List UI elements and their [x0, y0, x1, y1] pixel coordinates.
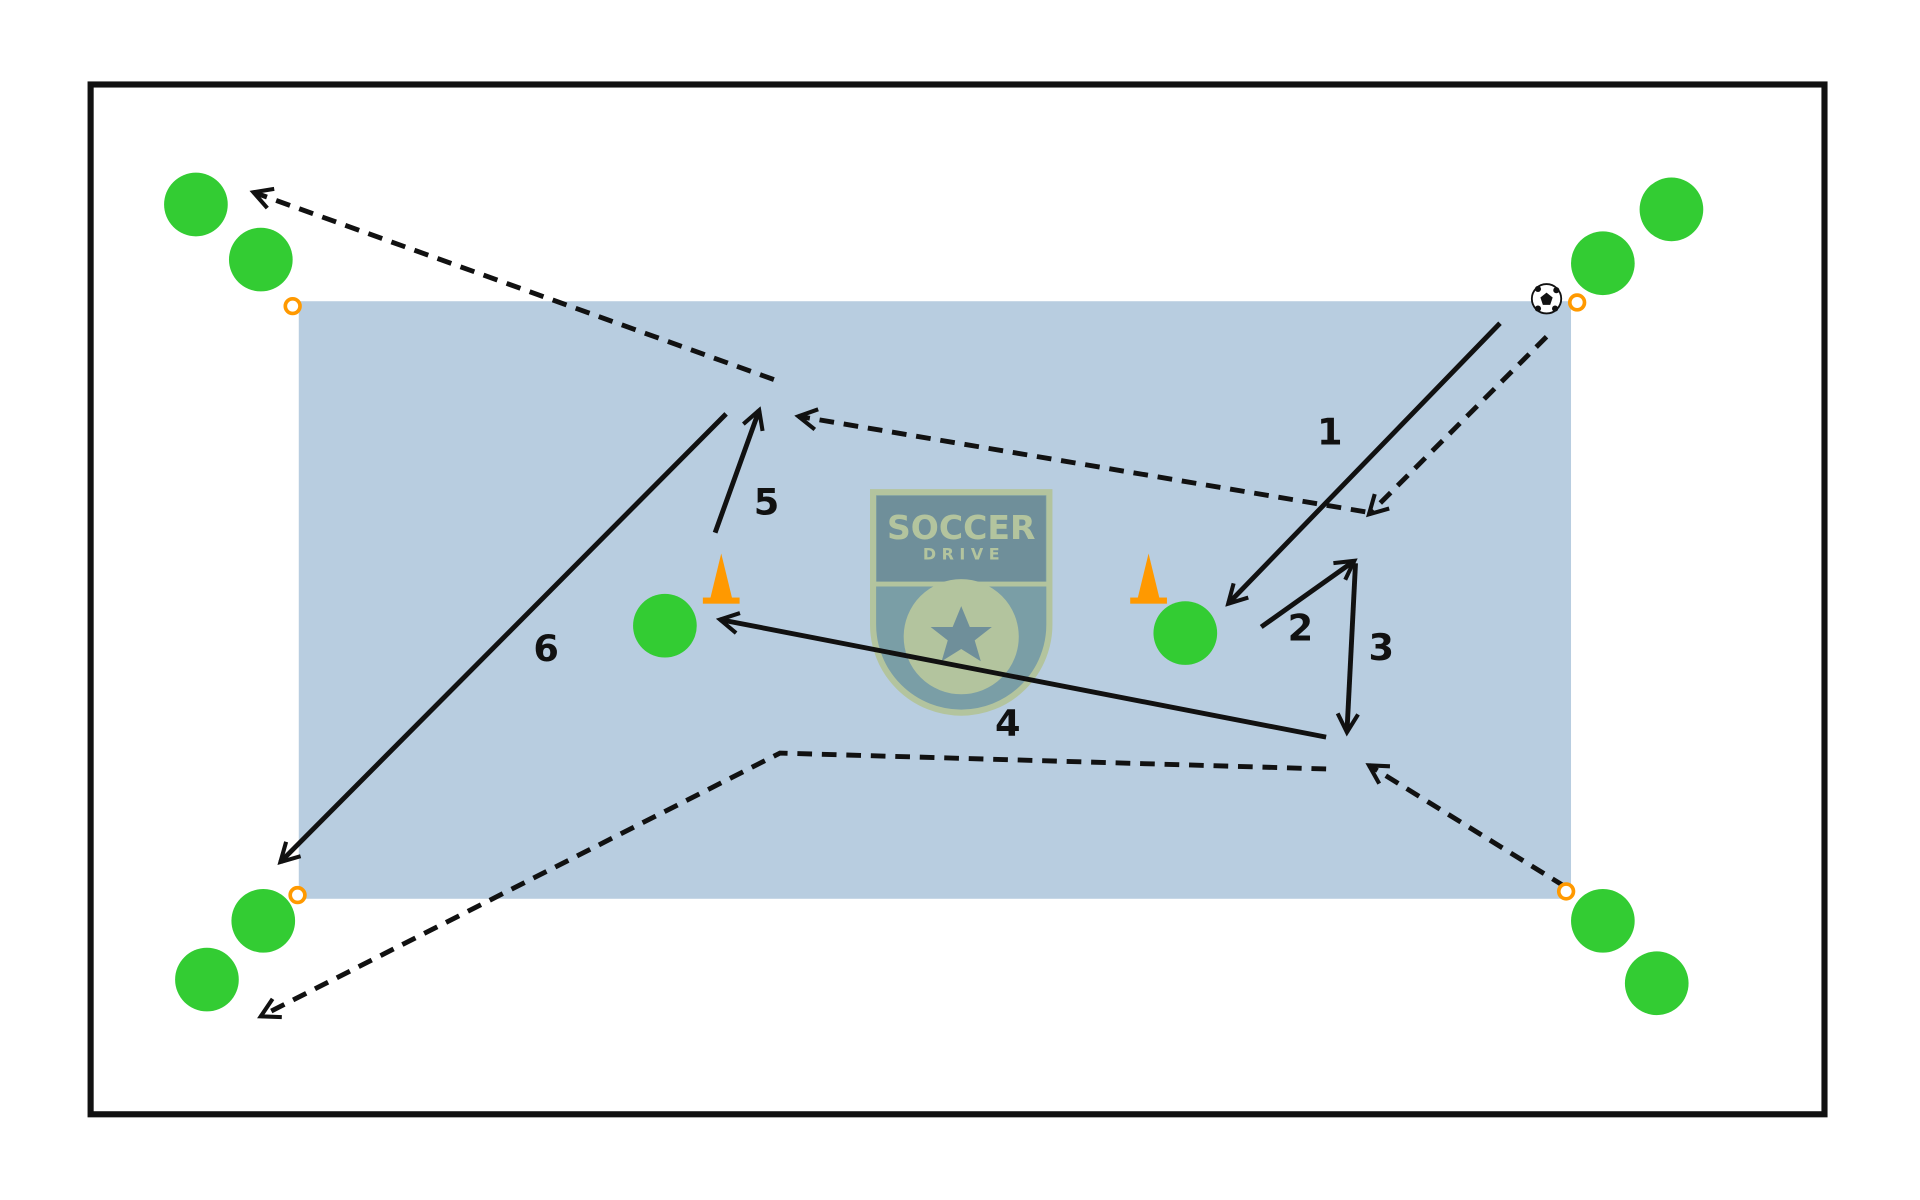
run-bottom-right — [1369, 765, 1567, 889]
marker-disc-icon — [283, 296, 302, 316]
step-label-3: 3 — [1368, 626, 1394, 669]
step-label-6: 6 — [533, 627, 559, 670]
corner-markers — [283, 293, 1587, 905]
logo-text-soccer: SOCCER — [887, 508, 1035, 547]
cone-icon — [1130, 553, 1167, 604]
player — [175, 947, 239, 1012]
step-label-1: 1 — [1317, 410, 1343, 453]
run-top-left — [253, 192, 775, 382]
marker-disc-icon — [288, 885, 307, 905]
marker-disc-icon — [1556, 882, 1576, 901]
player — [231, 888, 296, 953]
player — [1571, 231, 1635, 296]
pass-1 — [1228, 321, 1502, 603]
run-middle-top — [798, 416, 1366, 515]
dashed-runs — [253, 192, 1567, 1016]
player — [1624, 951, 1689, 1016]
player — [1571, 888, 1635, 953]
cone-icon — [702, 553, 740, 604]
pass-4 — [720, 620, 1327, 740]
passes — [280, 321, 1502, 862]
player — [633, 593, 697, 658]
marker-disc-icon — [1567, 293, 1587, 312]
pass-2 — [1259, 561, 1354, 629]
player — [1153, 601, 1218, 665]
pass-5 — [712, 410, 759, 534]
run-top-right — [1369, 335, 1549, 515]
step-label-2: 2 — [1288, 606, 1314, 649]
step-label-4: 4 — [995, 702, 1021, 745]
soccer-ball-icon — [1530, 283, 1563, 315]
pass-6 — [280, 412, 728, 862]
logo-text-drive: D R I V E — [923, 545, 1000, 564]
run-bottom — [261, 750, 1327, 1016]
player — [1639, 177, 1704, 242]
player — [164, 172, 228, 237]
players — [164, 172, 1704, 1016]
player — [228, 227, 293, 292]
pass-3 — [1347, 563, 1356, 732]
step-label-5: 5 — [754, 480, 780, 523]
